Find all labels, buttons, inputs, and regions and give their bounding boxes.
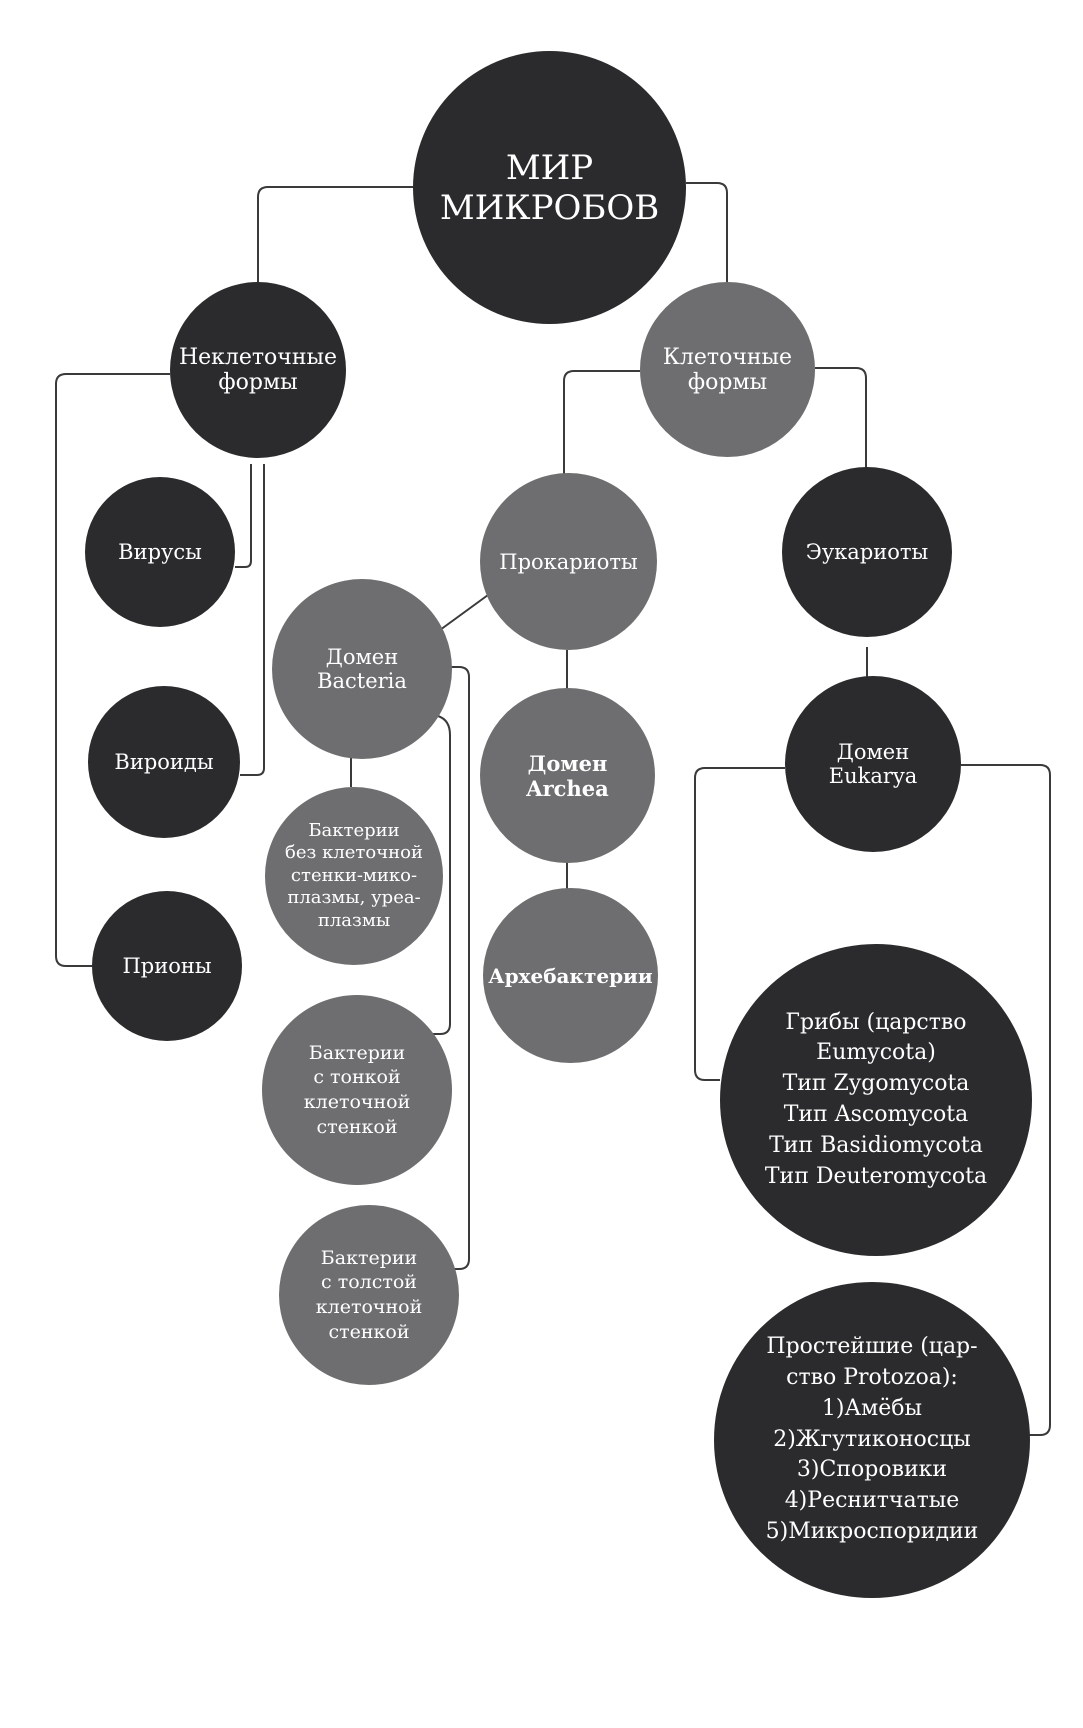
node-viroids-label: Вироиды [114,750,214,774]
node-fungi: Грибы (царство Eumycota) Тип Zygomycota … [720,944,1032,1256]
connector-noncellular-viruses [235,464,252,568]
connector-eukarya-fungi [694,767,785,1081]
node-noncellular-forms: Неклеточные формы [170,282,346,458]
connector-root-cellular [686,182,728,282]
node-domain-bacteria-label: Домен Bacteria [317,645,407,693]
node-bacteria-no-wall: Бактерии без клеточной стенки-мико- плаз… [265,787,443,965]
node-archebacteria: Архебактерии [483,888,658,1063]
connector-cellular-prokaryotes [563,370,640,480]
node-bacteria-thin-wall-label: Бактерии с тонкой клеточной стенкой [303,1041,411,1138]
connector-eukarya-protozoa [961,764,1051,1436]
node-noncellular-forms-label: Неклеточные формы [178,345,338,395]
node-microbe-world-label: МИР МИКРОБОВ [439,147,660,228]
connector-noncellular-viroids [240,464,265,776]
node-microbe-world: МИР МИКРОБОВ [413,51,686,324]
node-fungi-label: Грибы (царство Eumycota) Тип Zygomycota … [764,1009,988,1189]
connector-noncellular-prions [55,373,170,967]
connector-cellular-eukaryotes [815,367,867,470]
connector-root-noncellular [257,186,413,282]
node-prokaryotes-label: Прокариоты [499,549,638,574]
node-domain-archea: Домен Archea [480,688,655,863]
node-cellular-forms-label: Клеточные формы [662,344,793,395]
node-domain-eukarya-label: Домен Eukarya [828,740,918,788]
connector-bacteria-child2 [432,715,451,1035]
node-bacteria-thick-wall-label: Бактерии с толстой клеточной стенкой [315,1246,423,1343]
node-bacteria-thick-wall: Бактерии с толстой клеточной стенкой [279,1205,459,1385]
node-prokaryotes: Прокариоты [480,473,657,650]
node-eukaryotes-label: Эукариоты [805,540,929,564]
node-protozoa-label: Простейшие (цар- ство Protozoa): 1)Амёбы… [765,1334,979,1544]
node-eukaryotes: Эукариоты [782,467,952,637]
node-prions-label: Прионы [122,954,212,978]
node-prions: Прионы [92,891,242,1041]
node-domain-eukarya: Домен Eukarya [785,676,961,852]
node-archebacteria-label: Архебактерии [488,963,653,988]
node-viroids: Вироиды [88,686,240,838]
connector-prokaryotes-bacteria [439,594,489,631]
connector-bacteria-child3 [448,666,470,1270]
node-viruses-label: Вирусы [118,540,202,564]
node-bacteria-no-wall-label: Бактерии без клеточной стенки-мико- плаз… [285,819,423,931]
node-protozoa: Простейшие (цар- ство Protozoa): 1)Амёбы… [714,1282,1030,1598]
node-domain-archea-label: Домен Archea [526,750,609,801]
node-cellular-forms: Клеточные формы [640,282,815,457]
node-bacteria-thin-wall: Бактерии с тонкой клеточной стенкой [262,995,452,1185]
node-viruses: Вирусы [85,477,235,627]
node-domain-bacteria: Домен Bacteria [272,579,452,759]
